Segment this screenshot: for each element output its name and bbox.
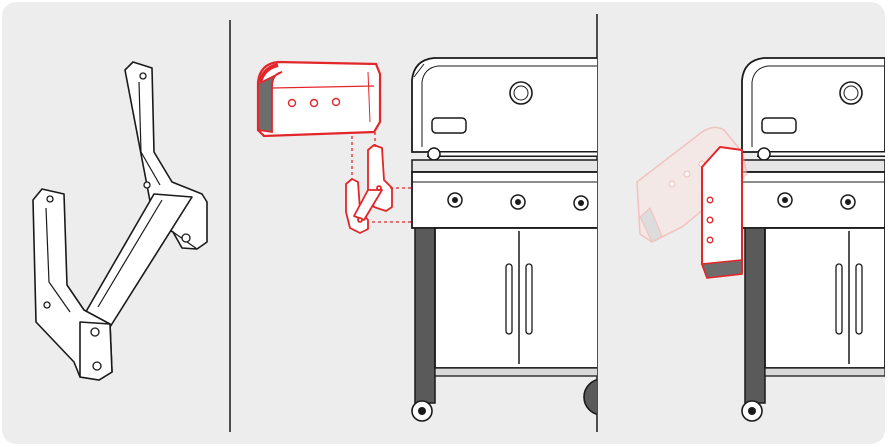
bracket-hole bbox=[144, 182, 150, 188]
bracket-hole bbox=[47, 196, 53, 202]
door-handle bbox=[836, 264, 842, 334]
bracket-hole bbox=[44, 302, 50, 308]
gas-grill-icon bbox=[412, 58, 620, 421]
control-panel bbox=[742, 172, 885, 228]
grill-leg bbox=[415, 228, 435, 403]
caster-wheel-icon bbox=[412, 401, 432, 421]
bracket-hole bbox=[140, 73, 146, 79]
door-handle bbox=[856, 264, 862, 334]
side-table-icon bbox=[258, 62, 380, 136]
bracket-hole bbox=[91, 328, 99, 336]
grill-leg bbox=[745, 228, 765, 403]
lid-handle-mount bbox=[432, 118, 466, 133]
grill-cabinet bbox=[765, 228, 885, 368]
lid-handle-mount bbox=[762, 118, 796, 133]
side-table-icon bbox=[702, 147, 742, 278]
gas-grill-icon bbox=[742, 58, 885, 421]
control-panel bbox=[412, 172, 602, 228]
door-handle bbox=[526, 264, 532, 334]
caster-wheel-icon bbox=[742, 401, 762, 421]
bracket-hole bbox=[182, 234, 190, 242]
bracket-hole bbox=[93, 362, 101, 370]
door-handle bbox=[506, 264, 512, 334]
